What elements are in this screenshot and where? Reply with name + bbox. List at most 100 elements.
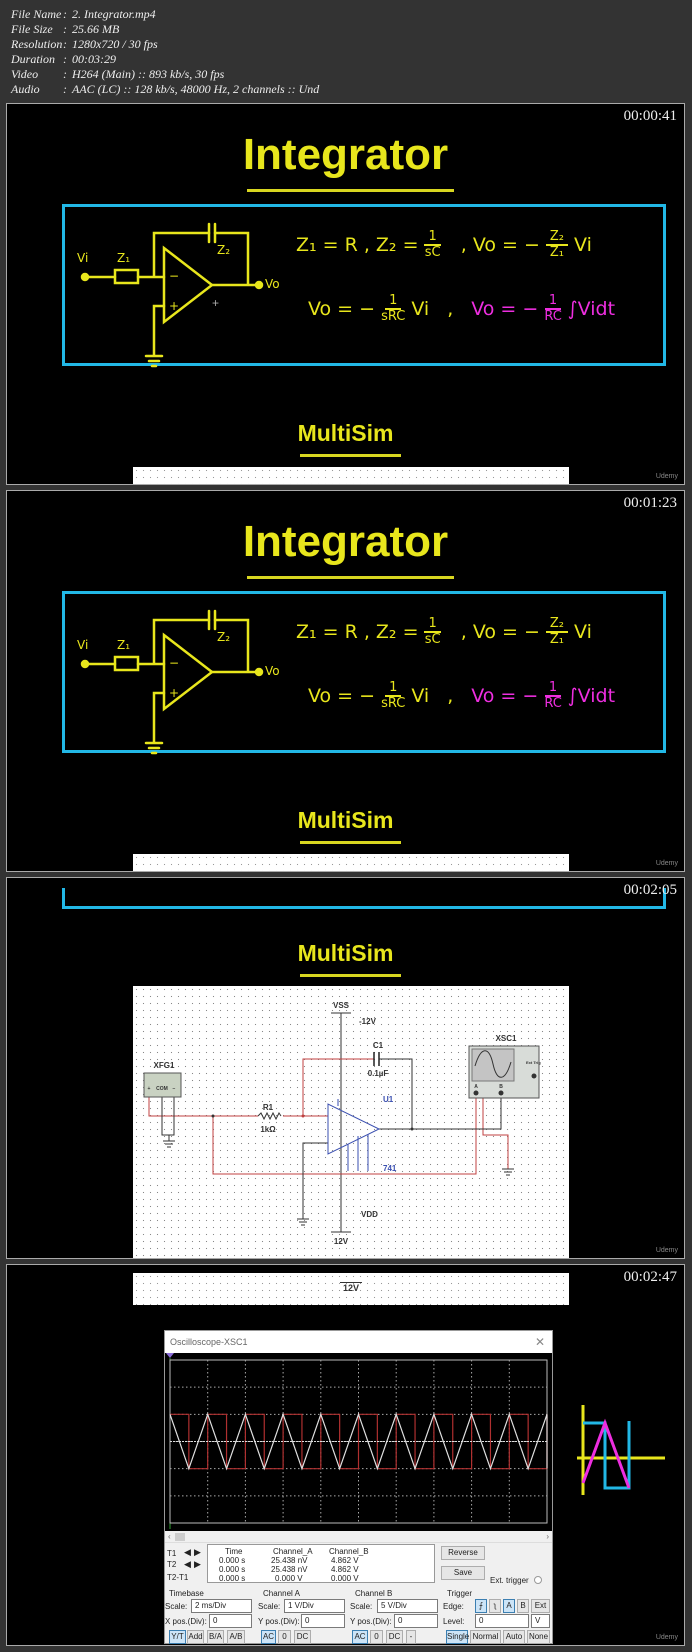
eq-vo-lhs: Vo = −	[308, 298, 376, 320]
trigger-source-ext[interactable]: Ext	[531, 1599, 550, 1613]
scroll-thumb[interactable]	[175, 1533, 185, 1541]
wires	[83, 618, 259, 674]
eq-separator: ,	[460, 234, 467, 256]
numerator: 1	[544, 294, 562, 310]
timebase-scale-input[interactable]: 2 ms/Div	[191, 1599, 252, 1613]
trace-channel-b	[169, 1412, 548, 1471]
junction	[211, 1114, 215, 1118]
slide-title: Integrator	[242, 130, 449, 179]
denominator: Z₁	[549, 632, 565, 647]
denominator: sRC	[381, 696, 406, 711]
channel-b-ypos-input[interactable]: 0	[394, 1614, 438, 1628]
sine-icon	[474, 1050, 512, 1078]
label: Scale:	[350, 1602, 373, 1611]
ext-trigger-radio[interactable]	[534, 1576, 542, 1584]
numerator: 1	[424, 230, 441, 246]
channel-b-ac-button[interactable]: AC	[352, 1630, 368, 1644]
opamp	[162, 632, 215, 712]
mode-ba-button[interactable]: B/A	[207, 1630, 224, 1644]
t2-right-arrow[interactable]: ▶	[194, 1559, 201, 1569]
function-generator-xfg1[interactable]	[143, 1072, 182, 1098]
xfg-term: +	[148, 1086, 151, 1092]
channel-a-ypos-input[interactable]: 0	[301, 1614, 345, 1628]
title-bar[interactable]: Oscilloscope-XSC1✕	[165, 1331, 552, 1353]
channel-b-label: Channel B	[355, 1589, 393, 1598]
trigger-level-unit[interactable]: V	[531, 1614, 550, 1628]
value: 2. Integrator.mp4	[72, 7, 156, 21]
trigger-label: Trigger	[447, 1589, 473, 1598]
trigger-level-input[interactable]: 0	[475, 1614, 529, 1628]
integrator-circuit-sketch: Vi Z₁ Z₂ Vo − +	[77, 609, 280, 755]
rising-edge-button[interactable]: ⨍	[475, 1599, 487, 1613]
cursor-t1-handle[interactable]	[166, 1353, 174, 1358]
eq-separator: ,	[460, 621, 467, 643]
timestamp: 00:00:41	[623, 108, 677, 124]
eq-vi: Vi	[574, 621, 592, 643]
numerator: 1	[544, 681, 562, 697]
channel-a-ac-button[interactable]: AC	[261, 1630, 276, 1644]
xsc1-label: XSC1	[496, 1034, 517, 1043]
t1-left-arrow[interactable]: ◀	[184, 1547, 191, 1557]
oscilloscope-window: Oscilloscope-XSC1✕ ‹› T1 T2 T2-T1 ◀▶ ◀▶ …	[164, 1330, 553, 1644]
u1-model: 741	[383, 1164, 397, 1173]
label: Edge:	[443, 1602, 464, 1611]
trigger-normal-button[interactable]: Normal	[470, 1630, 501, 1644]
trigger-source-b[interactable]: B	[517, 1599, 529, 1613]
xfg-term: COM	[156, 1086, 168, 1092]
vss-label: VSS	[333, 1001, 350, 1010]
t1-label: T1	[167, 1549, 177, 1558]
save-button[interactable]: Save	[441, 1566, 485, 1580]
multisim-heading: MultiSim	[297, 420, 394, 446]
label: Audio	[11, 82, 40, 96]
trigger-none-button[interactable]: None	[527, 1630, 550, 1644]
mode-add-button[interactable]: Add	[187, 1630, 204, 1644]
colon: :	[63, 37, 67, 51]
trigger-single-button[interactable]: Single	[446, 1630, 469, 1644]
udemy-logo: Udemy	[655, 473, 678, 480]
denominator: RC	[544, 696, 562, 711]
eq-vi: Vi	[411, 298, 430, 320]
video-frame-3: MultiSim	[6, 877, 685, 1259]
terminal-ext-trig	[531, 1073, 537, 1079]
mode-yt-button[interactable]: Y/T	[169, 1630, 186, 1644]
resistor-z1	[113, 655, 140, 672]
falling-edge-button[interactable]: ʅ	[489, 1599, 501, 1613]
vss-value: -12V	[359, 1017, 377, 1026]
timestamp: 00:01:23	[623, 495, 677, 511]
z1-label: Z₁	[117, 251, 130, 265]
channel-b-scale-input[interactable]: 5 V/Div	[377, 1599, 438, 1613]
xfg-term: −	[173, 1086, 176, 1092]
channel-a-zero-button[interactable]: 0	[278, 1630, 291, 1644]
eq-integral-lhs: Vo = −	[471, 685, 539, 707]
scroll-left-icon[interactable]: ‹	[168, 1532, 171, 1541]
eq-vi: Vi	[411, 685, 430, 707]
mode-ab-button[interactable]: A/B	[227, 1630, 245, 1644]
t1-right-arrow[interactable]: ▶	[194, 1547, 201, 1557]
close-button[interactable]: ✕	[534, 1335, 545, 1349]
channel-a-scale-input[interactable]: 1 V/Div	[284, 1599, 345, 1613]
label: Scale:	[258, 1602, 281, 1611]
trigger-source-a[interactable]: A	[503, 1599, 515, 1613]
horizontal-scrollbar[interactable]: ‹›	[165, 1531, 552, 1543]
label: Resolution	[11, 37, 63, 51]
timebase-label: Timebase	[169, 1589, 204, 1598]
channel-a-dc-button[interactable]: DC	[294, 1630, 311, 1644]
t2-left-arrow[interactable]: ◀	[184, 1559, 191, 1569]
channel-b-zero-button[interactable]: 0	[370, 1630, 383, 1644]
trigger-auto-button[interactable]: Auto	[503, 1630, 525, 1644]
ground-icon	[502, 1168, 514, 1176]
channel-b-invert-button[interactable]: -	[406, 1630, 416, 1644]
ground-icon	[297, 1218, 309, 1226]
video-frame-4: 12V 00:02:47 Oscilloscope-XSC1✕ ‹› T1 T2…	[6, 1264, 685, 1646]
col-time: Time	[225, 1547, 243, 1556]
timestamp: 00:02:05	[623, 882, 677, 898]
vi-label: Vi	[77, 638, 88, 652]
numerator: 1	[385, 681, 402, 697]
cell: 0.000 s	[219, 1565, 246, 1574]
reverse-button[interactable]: Reverse	[441, 1546, 485, 1560]
scroll-right-icon[interactable]: ›	[546, 1532, 549, 1541]
x-position-input[interactable]: 0	[209, 1614, 252, 1628]
cell: 25.438 nV	[271, 1565, 308, 1574]
channel-b-dc-button[interactable]: DC	[386, 1630, 403, 1644]
